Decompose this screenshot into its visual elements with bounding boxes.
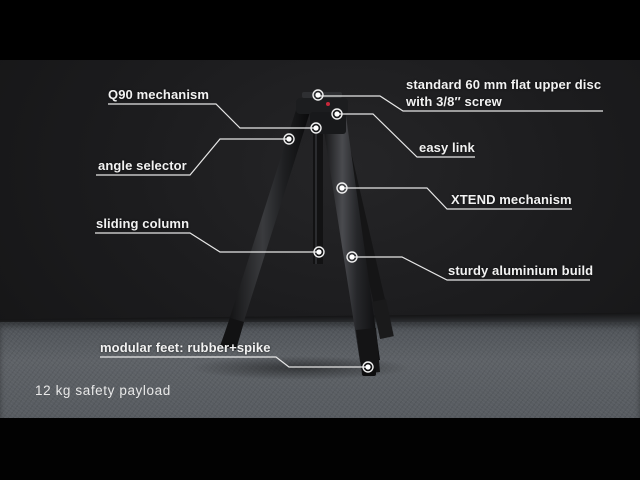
label-sturdy-aluminium-build: sturdy aluminium build — [448, 263, 594, 278]
tripod-shadow — [190, 356, 410, 380]
hotspot-xtend-icon — [336, 182, 348, 194]
label-angle-selector: angle selector — [98, 158, 187, 173]
tripod-center-column — [313, 126, 323, 264]
label-sliding-column: sliding column — [96, 216, 190, 231]
hotspot-upper-disc-icon — [312, 89, 324, 101]
tripod-front-leg — [322, 116, 380, 376]
callout-line-feet — [100, 356, 368, 368]
callout-line-q90 — [108, 103, 316, 129]
letterbox-top — [0, 0, 640, 60]
callout-line-sliding-column — [95, 232, 319, 253]
red-accent-dot — [326, 102, 330, 106]
letterbox-bottom — [0, 418, 640, 480]
hotspot-easy-link-icon — [331, 108, 343, 120]
callout-line-easy-link — [337, 113, 475, 158]
hotspot-feet-icon — [362, 361, 374, 373]
label-upper-disc-line1: standard 60 mm flat upper disc — [406, 77, 602, 92]
callout-dots — [283, 89, 374, 373]
hotspot-q90-icon — [310, 122, 322, 134]
payload-caption: 12 kg safety payload — [35, 383, 171, 398]
callout-line-xtend — [342, 187, 572, 210]
tripod-left-leg — [220, 110, 310, 350]
label-q90-mechanism: Q90 mechanism — [108, 87, 210, 102]
hotspot-aluminium-icon — [346, 251, 358, 263]
label-upper-disc-line2: with 3/8″ screw — [406, 94, 502, 109]
callout-line-angle-selector — [96, 138, 288, 176]
label-easy-link: easy link — [419, 140, 475, 155]
callout-line-aluminium — [352, 256, 590, 281]
label-modular-feet: modular feet: rubber+spike — [100, 340, 271, 355]
callout-line-upper-disc — [318, 95, 603, 112]
label-xtend-mechanism: XTEND mechanism — [451, 192, 572, 207]
hotspot-sliding-column-icon — [313, 246, 325, 258]
hotspot-angle-selector-icon — [283, 133, 295, 145]
callout-lines — [95, 95, 603, 368]
